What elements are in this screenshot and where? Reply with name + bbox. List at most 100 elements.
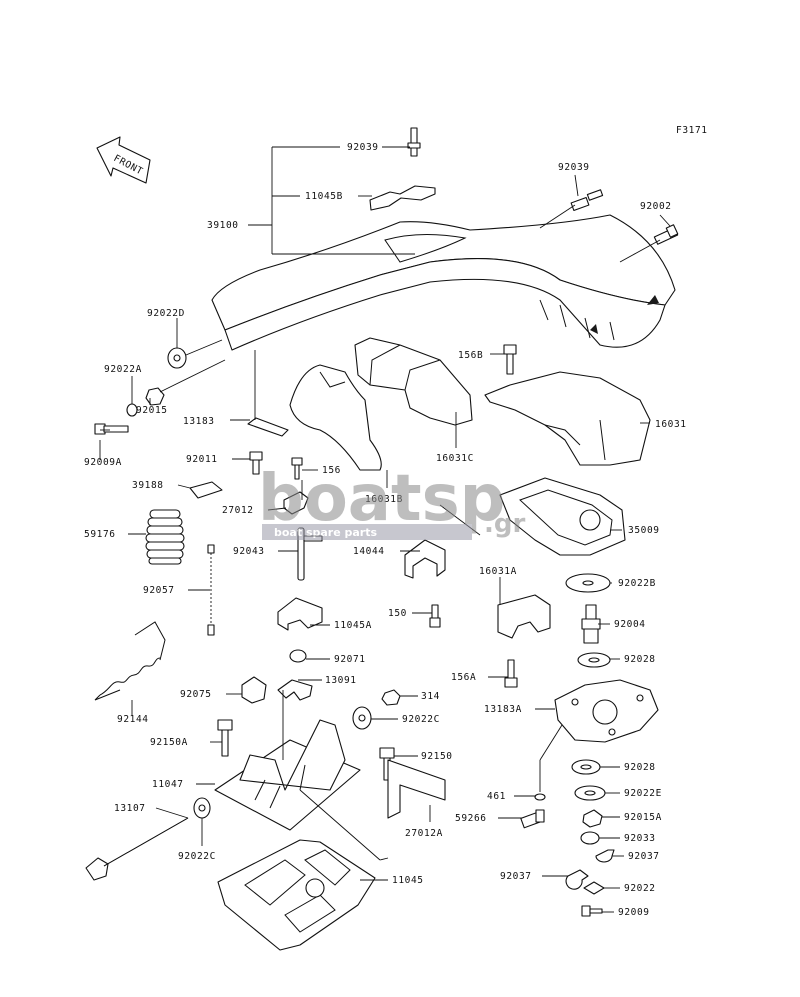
part-label: 16031A xyxy=(479,566,517,577)
part-label: 92022B xyxy=(618,578,656,589)
watermark-brand: boatsp xyxy=(258,462,505,536)
part-label: 92022C xyxy=(178,851,216,862)
part-label: 11045 xyxy=(392,875,424,886)
part-label: 92039 xyxy=(558,162,590,173)
part-label: 11045A xyxy=(334,620,372,631)
part-label: 92033 xyxy=(624,833,656,844)
part-label: 156A xyxy=(451,672,476,683)
part-label: 92071 xyxy=(334,654,366,665)
stud-92004-part xyxy=(581,604,601,644)
fitting-59266-part xyxy=(520,809,545,829)
part-label: 59176 xyxy=(84,529,116,540)
bolt-156-part xyxy=(291,457,303,480)
bolt-150-part xyxy=(429,604,441,628)
part-label: 92037 xyxy=(500,871,532,882)
plate-13183-part xyxy=(247,417,289,437)
bolt-92150a-part xyxy=(217,719,233,757)
part-label: 92004 xyxy=(614,619,646,630)
part-label: 156 xyxy=(322,465,341,476)
part-label: 13107 xyxy=(114,803,146,814)
part-label: 156B xyxy=(458,350,483,361)
part-label: 35009 xyxy=(628,525,660,536)
part-label: 39100 xyxy=(207,220,239,231)
diagram-code: F3171 xyxy=(676,125,708,136)
part-label: 92043 xyxy=(233,546,265,557)
bolt-156a-part xyxy=(504,659,518,688)
part-label: 150 xyxy=(388,608,407,619)
hood-cover-part xyxy=(211,214,676,351)
part-label: 92009 xyxy=(618,907,650,918)
part-label: 92028 xyxy=(624,762,656,773)
ring-92033-part xyxy=(580,831,600,845)
watermark-tagline: boat spare parts xyxy=(274,526,377,539)
plate-11045-part xyxy=(217,839,376,951)
part-label: 92002 xyxy=(640,201,672,212)
front-arrow-icon: FRONT xyxy=(96,136,151,184)
clamp-13091-part xyxy=(277,679,313,701)
boot-59176-part xyxy=(145,509,185,565)
grommet-92071-part xyxy=(289,649,307,663)
part-label: 92022E xyxy=(624,788,662,799)
part-label: 27012 xyxy=(222,505,254,516)
bolt-92002-part xyxy=(653,224,679,245)
part-label: 461 xyxy=(487,791,506,802)
washer-461-part xyxy=(534,793,546,801)
frame-35009-part xyxy=(499,477,626,556)
clip-92075-part xyxy=(241,676,267,704)
part-label: 92015A xyxy=(624,812,662,823)
pad-16031c-part xyxy=(354,337,473,426)
part-label: 16031C xyxy=(436,453,474,464)
part-label: 92015 xyxy=(136,405,168,416)
part-label: 16031 xyxy=(655,419,687,430)
pin-92039b-part xyxy=(570,189,604,212)
nut-92015a-part xyxy=(582,809,603,828)
part-label: 92022C xyxy=(402,714,440,725)
bracket-11045a-part xyxy=(277,597,323,631)
part-label: 14044 xyxy=(353,546,385,557)
part-label: 92009A xyxy=(84,457,122,468)
spring-92144-part xyxy=(94,621,166,701)
part-label: 92022D xyxy=(147,308,185,319)
clip-27012a-part xyxy=(387,759,446,819)
part-label: 11047 xyxy=(152,779,184,790)
part-label: 11045B xyxy=(305,191,343,202)
bracket-11045b-part xyxy=(369,185,436,211)
nut-314-part xyxy=(381,689,401,706)
part-label: 314 xyxy=(421,691,440,702)
pin-92039-part xyxy=(407,127,421,157)
screw-92009-part xyxy=(581,905,603,917)
watermark-suffix: .gr xyxy=(484,509,525,539)
part-label: 92150 xyxy=(421,751,453,762)
leader-lines xyxy=(99,146,671,913)
part-label: 92039 xyxy=(347,142,379,153)
part-label: 92028 xyxy=(624,654,656,665)
bolt-92011-part xyxy=(249,451,263,475)
part-label: 92150A xyxy=(150,737,188,748)
bolt-13107-part xyxy=(85,817,189,881)
part-label: 59266 xyxy=(455,813,487,824)
block-16031a-part xyxy=(497,594,551,639)
part-label: 92011 xyxy=(186,454,218,465)
part-label: 13091 xyxy=(325,675,357,686)
part-label: 16031B xyxy=(365,494,403,505)
washer-92022-part xyxy=(583,881,605,895)
clamp-92037b-part xyxy=(565,869,589,890)
part-label: 92144 xyxy=(117,714,149,725)
part-label: 92075 xyxy=(180,689,212,700)
part-label: 92057 xyxy=(143,585,175,596)
clamp-92037-part xyxy=(595,849,615,863)
pad-16031b-part xyxy=(289,364,382,471)
part-label: 13183A xyxy=(484,704,522,715)
part-label: 27012A xyxy=(405,828,443,839)
nut-92015-part xyxy=(145,387,165,406)
tag-39188-part xyxy=(189,481,223,499)
watermark-logo: boatsp .gr boat spare parts xyxy=(258,462,525,540)
part-label: 92022A xyxy=(104,364,142,375)
bolt-156b-part xyxy=(503,344,517,375)
bracket-14044-part xyxy=(404,539,446,579)
part-label: 13183 xyxy=(183,416,215,427)
cable-92057-part xyxy=(207,544,215,636)
bolt-92009a-part xyxy=(94,423,129,435)
part-label: 92037 xyxy=(628,851,660,862)
